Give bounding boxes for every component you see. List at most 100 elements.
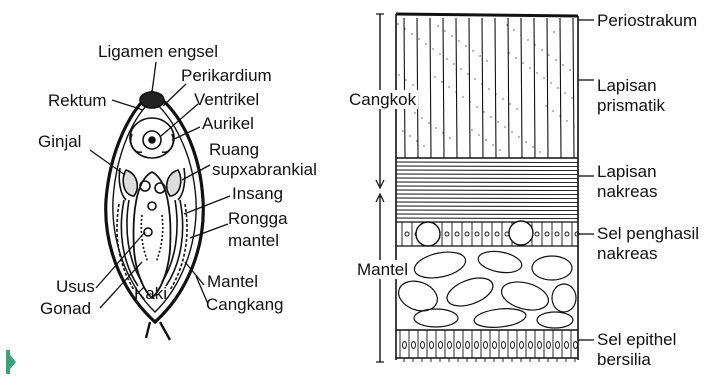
nacre-cell-nucleus bbox=[475, 232, 479, 236]
prism-stipple bbox=[404, 28, 405, 29]
prism-column bbox=[573, 18, 574, 158]
tissue-cell bbox=[473, 306, 527, 329]
periostracum-line bbox=[396, 14, 578, 16]
label-ligamen-engsel: Ligamen engsel bbox=[98, 42, 218, 61]
nacre-lamella bbox=[396, 162, 578, 163]
tissue-cell bbox=[477, 248, 524, 275]
prism-stipple bbox=[553, 31, 554, 32]
prism-stipple bbox=[539, 151, 540, 152]
prism-stipple bbox=[492, 144, 493, 145]
label-rongga-mantel: mantel bbox=[228, 231, 279, 250]
kidney-right bbox=[167, 170, 181, 196]
prism-column bbox=[521, 18, 522, 158]
prism-stipple bbox=[555, 59, 556, 60]
prism-stipple bbox=[532, 146, 533, 147]
prism-stipple bbox=[511, 131, 512, 132]
prism-column bbox=[508, 18, 509, 158]
prism-stipple bbox=[472, 50, 473, 51]
nacre-lamella bbox=[396, 174, 578, 175]
nacre-cell-bubble-1 bbox=[416, 222, 440, 246]
label-cangkok: Cangkok bbox=[347, 90, 418, 109]
prismatic-layer bbox=[397, 18, 574, 158]
label-mantel: Mantel bbox=[207, 272, 258, 291]
leader-ginjal bbox=[90, 150, 125, 175]
nacre-lamella bbox=[396, 170, 578, 171]
label-mantel-right: Mantel bbox=[355, 260, 410, 279]
nacre-cell-nucleus bbox=[565, 232, 569, 236]
nacre-lamella bbox=[396, 202, 578, 203]
prism-stipple bbox=[425, 43, 426, 44]
nacre-cell-nucleus bbox=[455, 232, 459, 236]
prism-stipple bbox=[559, 115, 560, 116]
epithelial-cell-nucleus bbox=[403, 342, 407, 349]
prism-stipple bbox=[474, 78, 475, 79]
leader-insang bbox=[184, 196, 230, 214]
epithelial-cell-nucleus bbox=[574, 342, 578, 349]
label-rektum: Rektum bbox=[48, 91, 107, 110]
epithelial-cell-nucleus bbox=[421, 342, 425, 349]
prism-stipple bbox=[506, 24, 507, 25]
prism-stipple bbox=[508, 52, 509, 53]
intestine-loop-1 bbox=[140, 181, 150, 191]
prism-stipple bbox=[446, 58, 447, 59]
prism-stipple bbox=[486, 60, 487, 61]
prism-stipple bbox=[509, 103, 510, 104]
prism-stipple bbox=[483, 111, 484, 112]
prism-stipple bbox=[525, 141, 526, 142]
nacre-cell-nucleus bbox=[495, 232, 499, 236]
nacre-cell-nucleus bbox=[405, 232, 409, 236]
prism-column bbox=[404, 18, 405, 158]
slide-marker-arrow bbox=[6, 350, 16, 374]
prism-stipple bbox=[411, 33, 412, 34]
epithelial-cell-nucleus bbox=[475, 342, 479, 349]
prism-stipple bbox=[402, 130, 403, 131]
epithelial-cell-nucleus bbox=[556, 342, 560, 349]
nacre-lamella bbox=[396, 194, 578, 195]
prism-stipple bbox=[455, 91, 456, 92]
right-leader-lines bbox=[578, 20, 594, 340]
epithelial-cell-nucleus bbox=[466, 342, 470, 349]
epithelial-cell-nucleus bbox=[502, 342, 506, 349]
nacre-cell-nucleus bbox=[535, 232, 539, 236]
intestine-loop-3 bbox=[148, 202, 156, 210]
prism-stipple bbox=[435, 127, 436, 128]
tissue-cell bbox=[412, 248, 468, 282]
nacre-lamella bbox=[396, 178, 578, 179]
prism-stipple bbox=[444, 30, 445, 31]
gill-right-3 bbox=[170, 204, 187, 290]
label-aurikel: Aurikel bbox=[202, 114, 254, 133]
epithelial-cell-nucleus bbox=[565, 342, 569, 349]
nacre-lamella bbox=[396, 198, 578, 199]
prism-stipple bbox=[485, 139, 486, 140]
nacreous-layer bbox=[396, 162, 578, 219]
label-sel-epithel-1: Sel epithel bbox=[597, 330, 676, 349]
prism-stipple bbox=[504, 126, 505, 127]
shell-tail-left bbox=[146, 322, 150, 338]
tissue-cell bbox=[552, 284, 576, 312]
epithelial-cell-nucleus bbox=[484, 342, 488, 349]
nacre-lamella bbox=[396, 186, 578, 187]
prism-stipple bbox=[453, 63, 454, 64]
prism-stipple bbox=[430, 150, 431, 151]
prism-stipple bbox=[515, 57, 516, 58]
prism-stipple bbox=[502, 98, 503, 99]
epithelial-cell-nucleus bbox=[439, 342, 443, 349]
prism-column bbox=[417, 18, 418, 158]
prism-stipple bbox=[569, 69, 570, 70]
label-kaki: Kaki bbox=[134, 284, 167, 303]
prism-stipple bbox=[448, 86, 449, 87]
prism-stipple bbox=[416, 140, 417, 141]
prism-stipple bbox=[481, 83, 482, 84]
epithelial-cell-nucleus bbox=[529, 342, 533, 349]
prism-stipple bbox=[462, 96, 463, 97]
label-ginjal: Ginjal bbox=[38, 132, 81, 151]
prism-stipple bbox=[421, 117, 422, 118]
prism-stipple bbox=[405, 79, 406, 80]
epithelial-cell-nucleus bbox=[448, 342, 452, 349]
kidney-left bbox=[123, 170, 137, 196]
tissue-cell bbox=[394, 276, 441, 316]
prism-stipple bbox=[495, 93, 496, 94]
label-rongga: Rongga bbox=[228, 209, 288, 228]
label-lapisan-nakreas-1: Lapisan bbox=[597, 162, 657, 181]
tissue-cell bbox=[537, 312, 573, 328]
